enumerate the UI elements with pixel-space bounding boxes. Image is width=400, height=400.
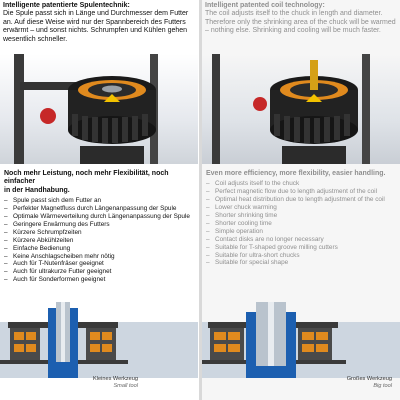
english-features-title: Even more efficiency, more flexibility, … bbox=[206, 170, 386, 177]
red-knob-icon bbox=[253, 97, 267, 111]
list-item: –Contact disks are no longer necessary bbox=[206, 235, 324, 243]
red-knob-icon bbox=[40, 108, 56, 124]
list-item: –Perfekter Magnetfluss durch Längenanpas… bbox=[4, 205, 177, 213]
list-item: –Optimal heat distribution due to length… bbox=[206, 196, 385, 204]
list-item: –Keine Anschlagscheiben mehr nötig bbox=[4, 252, 115, 260]
list-item: –Perfect magnetic flow due to length adj… bbox=[206, 188, 377, 196]
english-feature-list: –Coil adjusts itself to the chuck –Perfe… bbox=[206, 180, 398, 267]
list-item: –Kürzere Schrumpfzeiten bbox=[4, 228, 82, 236]
list-item: –Optimale Wärmeverteilung durch Längenan… bbox=[4, 213, 190, 221]
english-intro-text: The coil adjusts itself to the chuck in … bbox=[205, 10, 396, 35]
warning-sign-icon bbox=[306, 94, 322, 102]
warning-sign-icon bbox=[104, 94, 120, 102]
list-item: –Geringere Erwärmung des Futters bbox=[4, 220, 110, 228]
english-column: Intelligent patented coil technology: Th… bbox=[202, 0, 400, 400]
german-intro: Intelligente patentierte Spulentechnik: … bbox=[3, 2, 196, 44]
shrink-machine-illustration bbox=[14, 54, 158, 164]
list-item: –Kürzere Abkühlzeiten bbox=[4, 236, 74, 244]
small-tool-diagram bbox=[0, 302, 198, 378]
milling-cutter-icon bbox=[310, 60, 318, 90]
english-intro-heading: Intelligent patented coil technology: bbox=[205, 2, 325, 9]
list-item: –Simple operation bbox=[206, 227, 263, 235]
list-item: –Shorter cooling time bbox=[206, 219, 272, 227]
german-intro-text: Die Spule passt sich in Länge und Durchm… bbox=[3, 10, 189, 43]
english-machine-photo bbox=[202, 54, 400, 164]
list-item: –Lower chuck warming bbox=[206, 204, 277, 212]
column-divider bbox=[199, 0, 202, 400]
big-tool-caption: Großes Werkzeug Big tool bbox=[346, 376, 392, 389]
german-features: Noch mehr Leistung, noch mehr Flexibilit… bbox=[4, 170, 196, 284]
german-feature-list: –Spule passt sich dem Futter an –Perfekt… bbox=[4, 197, 196, 284]
list-item: –Coil adjusts itself to the chuck bbox=[206, 180, 300, 188]
list-item: –Einfache Bedienung bbox=[4, 244, 71, 252]
german-features-title: Noch mehr Leistung, noch mehr Flexibilit… bbox=[4, 170, 169, 194]
list-item: –Suitable for T-shaped groove milling cu… bbox=[206, 243, 338, 251]
list-item: –Auch für T-Nutenfräser geeignet bbox=[4, 260, 104, 268]
english-features: Even more efficiency, more flexibility, … bbox=[206, 170, 398, 267]
list-item: –Suitable for ultra-short chucks bbox=[206, 251, 300, 259]
list-item: –Shorter shrinking time bbox=[206, 212, 278, 220]
list-item: –Suitable for special shape bbox=[206, 259, 289, 267]
list-item: –Auch für Sonderformen geeignet bbox=[4, 276, 106, 284]
german-intro-heading: Intelligente patentierte Spulentechnik: bbox=[3, 2, 130, 9]
shrink-machine-tool-illustration bbox=[212, 54, 370, 164]
coil-cross-section-small-icon bbox=[0, 302, 198, 378]
big-tool-diagram bbox=[202, 302, 400, 378]
german-column: Intelligente patentierte Spulentechnik: … bbox=[0, 0, 198, 400]
list-item: –Auch für ultrakurze Futter geeignet bbox=[4, 268, 112, 276]
small-tool-caption: Kleines Werkzeug Small tool bbox=[93, 376, 138, 389]
coil-cross-section-big-icon bbox=[202, 302, 400, 378]
english-intro: Intelligent patented coil technology: Th… bbox=[205, 2, 398, 36]
list-item: –Spule passt sich dem Futter an bbox=[4, 197, 102, 205]
german-machine-photo bbox=[0, 54, 198, 164]
